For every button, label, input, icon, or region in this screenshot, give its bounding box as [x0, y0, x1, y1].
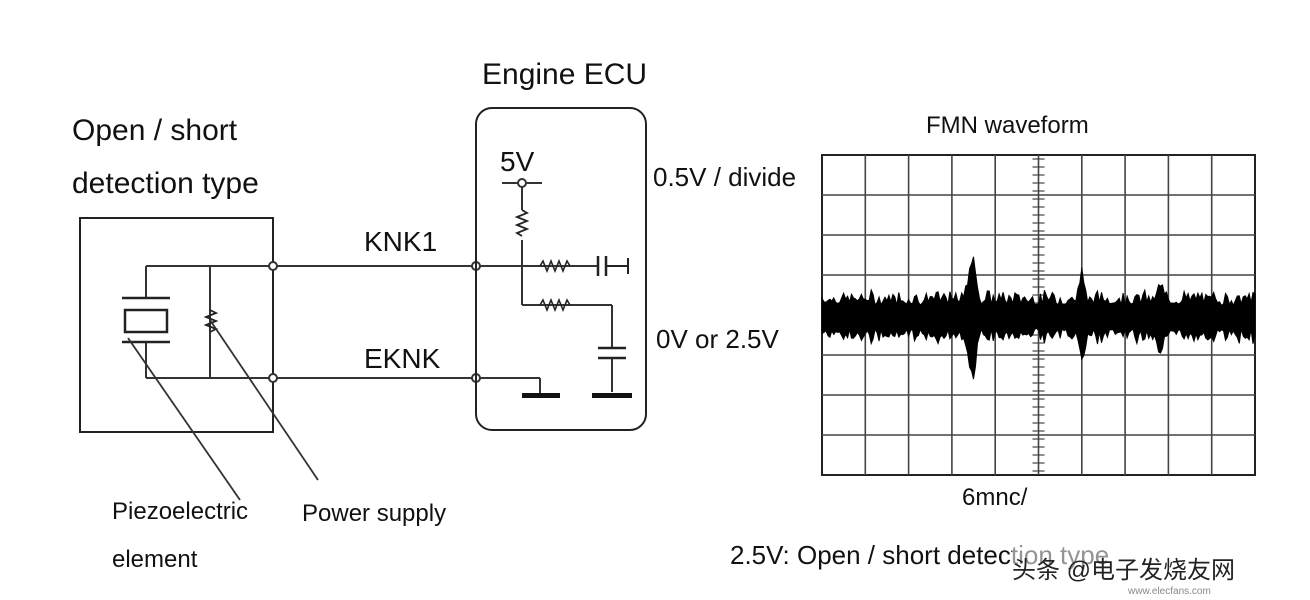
- engine-ecu-label: Engine ECU: [482, 58, 648, 91]
- ground-capacitor-symbol: [598, 346, 626, 360]
- sensor-title-line2: detection type: [72, 167, 259, 200]
- time-per-division-label: 6mnc/: [962, 484, 1028, 511]
- branch-resistor-symbol: [539, 297, 571, 313]
- piezo-label-line1: Piezoelectric: [112, 498, 249, 525]
- waveform-title: FMN waveform: [926, 112, 1089, 139]
- pullup-resistor-symbol: [514, 209, 530, 237]
- offset-label: 0V or 2.5V: [656, 324, 779, 354]
- piezo-label-line2: element: [112, 546, 198, 573]
- eknk-label: EKNK: [364, 343, 441, 374]
- watermark: 头条 @电子发烧友网: [1012, 544, 1310, 590]
- watermark-url: www.elecfans.com: [1128, 586, 1211, 597]
- sensor-box: [79, 217, 274, 433]
- sensor-internal-wiring: [145, 265, 273, 379]
- eknk-ground-symbol: [522, 393, 560, 398]
- power-supply-label: Power supply: [302, 500, 447, 527]
- oscilloscope-screen: [821, 154, 1256, 476]
- knk1-label: KNK1: [364, 226, 438, 257]
- watermark-text: 头条 @电子发烧友网: [1012, 556, 1236, 584]
- volts-per-division-label: 0.5V / divide: [653, 162, 797, 192]
- piezo-leader-line: [127, 337, 241, 501]
- capacitor-ground-symbol: [592, 393, 632, 398]
- knk1-resistor-symbol: [539, 258, 571, 274]
- signal-wires: [273, 265, 476, 379]
- ecu-internal-wiring: [480, 178, 613, 394]
- ecu-box: [475, 107, 647, 431]
- noise-waveform: [821, 256, 1256, 380]
- supply-5v-label: 5V: [500, 146, 535, 177]
- power-supply-leader-line: [209, 319, 319, 481]
- knk1-capacitor-symbol: [596, 256, 629, 276]
- piezoelectric-element-symbol: [122, 296, 170, 344]
- sensor-title-line1: Open / short: [72, 114, 238, 147]
